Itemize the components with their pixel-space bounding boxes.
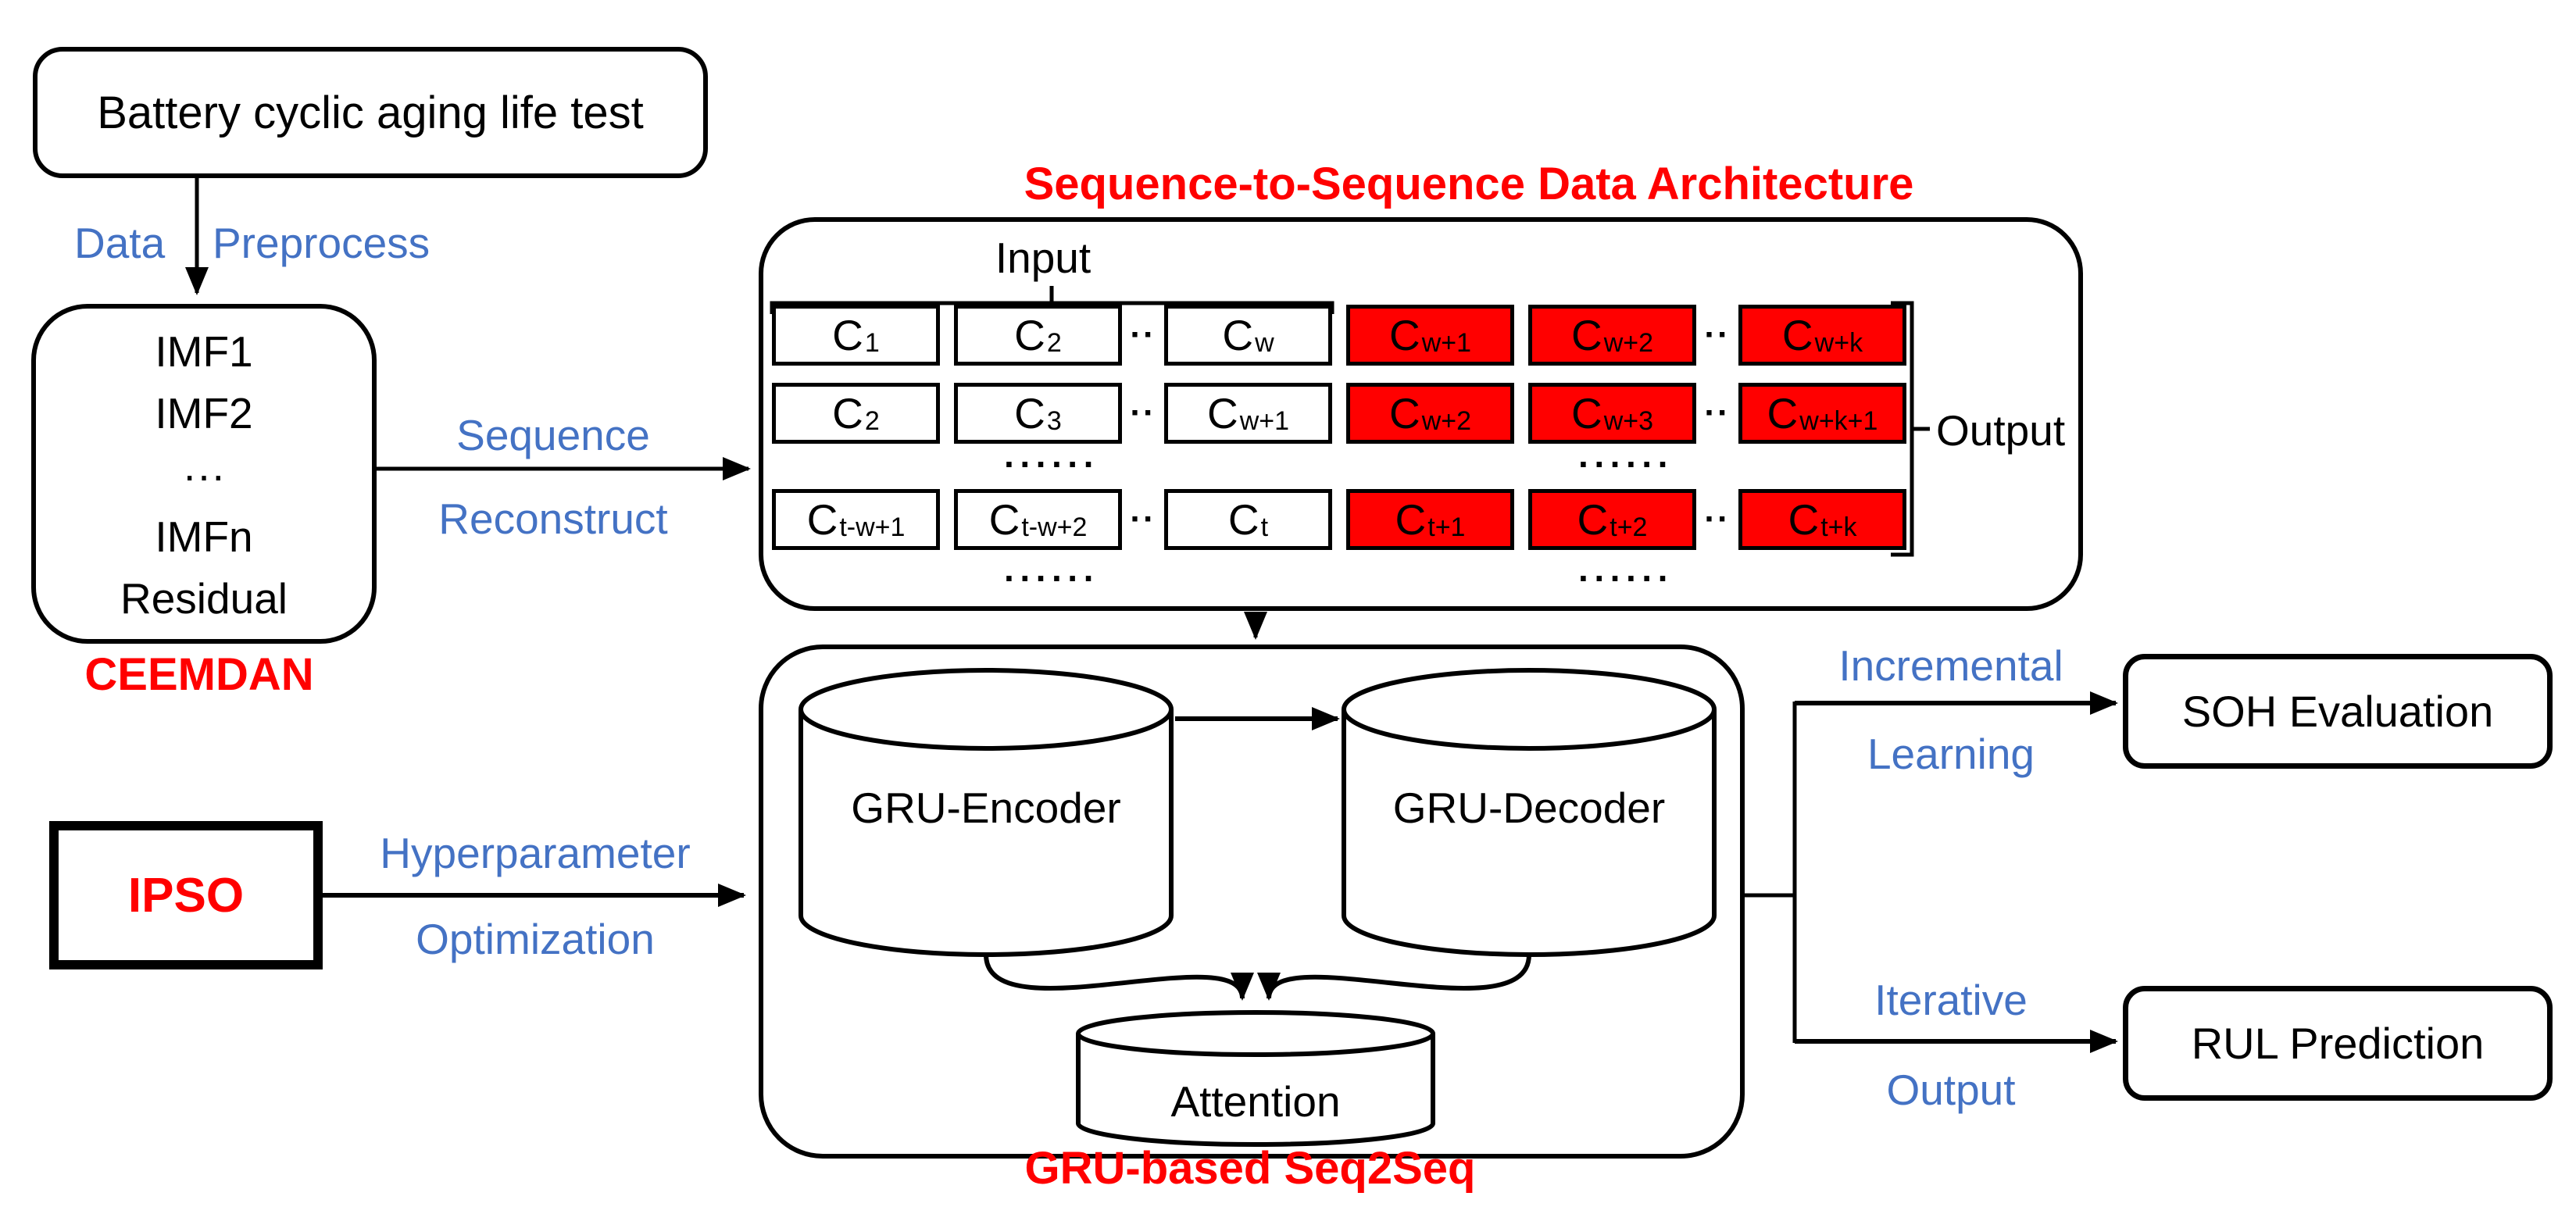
row2-inner-dots: ·· [1130, 394, 1156, 432]
gru-encoder-label: GRU-Encoder [851, 784, 1121, 832]
row3-inner-dots: ·· [1130, 500, 1156, 538]
iterative-output-label: Output [1886, 1066, 2016, 1114]
incremental-label: Incremental [1838, 641, 2063, 690]
seqdata-title: Sequence-to-Sequence Data Architecture [1024, 159, 1914, 209]
imf-line-2: IMF2 [155, 389, 253, 437]
gru-decoder-label: GRU-Decoder [1392, 784, 1666, 832]
attention-label: Attention [1170, 1077, 1341, 1126]
between-rows-dots-right: ······ [1578, 444, 1674, 484]
battery-test-box: Battery cyclic aging life test [33, 47, 708, 178]
output-label: Output [1936, 406, 2066, 455]
ipso-box: IPSO [49, 821, 323, 969]
ipso-label: IPSO [127, 868, 245, 923]
learning-label: Learning [1867, 730, 2035, 778]
gru-container [759, 644, 1745, 1159]
imf-ellipsis: ··· [182, 451, 226, 499]
gru-caption: GRU-based Seq2Seq [1024, 1143, 1476, 1194]
imf-line-n: IMFn [155, 512, 253, 561]
rul-prediction-label: RUL Prediction [2191, 1019, 2485, 1068]
bottom-dots-left: ······ [1004, 558, 1099, 598]
data-preprocess-word2: Preprocess [213, 219, 431, 267]
battery-test-label: Battery cyclic aging life test [97, 87, 644, 138]
soh-evaluation-box: SOH Evaluation [2123, 654, 2553, 769]
seqdata-container [759, 217, 2083, 611]
between-rows-dots-left: ······ [1004, 444, 1099, 484]
imf-line-1: IMF1 [155, 327, 253, 376]
optimization-label: Optimization [416, 915, 655, 963]
rul-prediction-box: RUL Prediction [2123, 986, 2553, 1101]
row2-output-dots: ·· [1704, 394, 1731, 432]
sequence-reconstruct-line1: Sequence [456, 411, 650, 459]
data-preprocess-word1: Data [74, 219, 166, 267]
iterative-label: Iterative [1874, 976, 2028, 1024]
input-label: Input [995, 234, 1091, 282]
sequence-reconstruct-line2: Reconstruct [438, 495, 668, 543]
imf-residual: Residual [120, 574, 288, 623]
imf-box: IMF1 IMF2 ··· IMFn Residual [31, 304, 377, 644]
hyperparameter-label: Hyperparameter [380, 829, 691, 877]
bottom-dots-right: ······ [1578, 558, 1674, 598]
row3-output-dots: ·· [1704, 500, 1731, 538]
ceemdan-label: CEEMDAN [84, 649, 314, 700]
row1-inner-dots: ·· [1130, 316, 1156, 354]
row1-output-dots: ·· [1704, 316, 1731, 354]
soh-evaluation-label: SOH Evaluation [2181, 687, 2494, 736]
